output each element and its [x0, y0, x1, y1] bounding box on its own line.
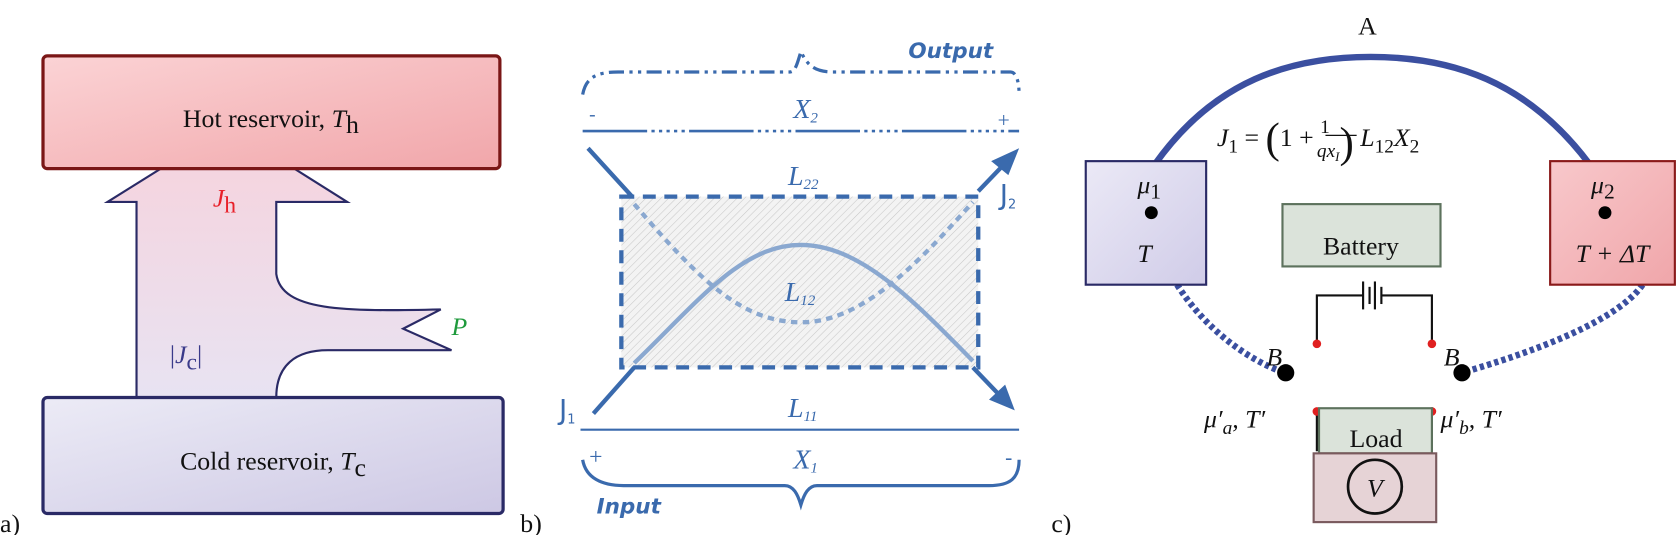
conductor-a-label: A: [1358, 11, 1377, 40]
l22-label: L22: [787, 161, 819, 193]
mu1-label: μ1: [1136, 170, 1161, 203]
panel-b-label: b): [520, 509, 541, 535]
node-b-label: μ′b, T′: [1439, 405, 1502, 439]
j1-label: J1: [557, 393, 575, 427]
x2-plus-sign: +: [998, 108, 1010, 132]
power-label: P: [450, 312, 467, 341]
output-brace: [581, 47, 1021, 95]
reservoir-1-dot: [1144, 206, 1158, 220]
input-brace: [581, 459, 1021, 511]
hot-reservoir-box: [41, 54, 502, 171]
j2-in-line: [586, 146, 634, 199]
panel-c-label: c): [1051, 509, 1071, 535]
hot-flux-label: Jh: [213, 183, 236, 218]
x1-plus-sign: +: [589, 444, 602, 470]
cold-reservoir-box: [41, 395, 505, 516]
battery-terminal-left: [1312, 339, 1322, 349]
cold-reservoir-label: Cold reservoir, Tc: [180, 446, 366, 481]
input-label: Input: [597, 495, 662, 520]
load-label: Load: [1349, 424, 1402, 453]
x2-label: X2: [792, 94, 818, 126]
battery-label: Battery: [1323, 232, 1399, 261]
b-right-label: B: [1444, 342, 1460, 371]
reservoir-2-temp: T + ΔT: [1576, 239, 1651, 268]
conductor-b-right: [1461, 282, 1646, 376]
reservoir-1-temp: T: [1137, 239, 1153, 268]
l12-label: L12: [784, 277, 816, 309]
x1-minus-sign: -: [1005, 445, 1012, 469]
x2-minus-sign: -: [589, 104, 595, 125]
node-a-label: μ′a, T′: [1203, 405, 1266, 439]
b-left-label: B: [1266, 342, 1282, 371]
mu2-label: μ2: [1590, 170, 1615, 203]
panel-b-labels: Output Input X2 X1 L22 L12 L11 J1 J2 - +…: [520, 39, 1016, 535]
load-box: [1317, 407, 1433, 455]
conductor-b-left: [1174, 282, 1286, 376]
voltmeter-icon: [1346, 458, 1404, 515]
conductor-a-arc: [1153, 53, 1592, 166]
coupling-region: [619, 194, 981, 370]
j1-arrow-head: [989, 384, 1015, 411]
panel-a: Hot reservoir, Th Cold reservoir, Tc Jh …: [0, 54, 505, 535]
hot-reservoir-label: Hot reservoir, Th: [183, 104, 359, 139]
heat-flow-arrow: [103, 125, 452, 399]
j2-label: J2: [998, 178, 1016, 212]
reservoir-2-box: [1549, 160, 1676, 286]
j2-arrow-head: [991, 148, 1020, 176]
voltmeter-box: [1312, 452, 1438, 524]
j2-curve: [632, 200, 975, 325]
l11-label: L11: [787, 393, 817, 425]
voltmeter-label: V: [1367, 473, 1386, 502]
j1-curve: [632, 242, 975, 365]
panel-b: [580, 47, 1021, 511]
node-b-right: [1453, 364, 1471, 382]
panel-a-label: a): [0, 509, 20, 535]
output-label: Output: [908, 39, 994, 64]
j1-in-line: [591, 365, 636, 416]
reservoir-1-box: [1084, 160, 1208, 286]
x1-label: X1: [792, 444, 818, 476]
j1-out-line: [971, 365, 1002, 397]
cold-flux-label: |Jc|: [170, 340, 202, 375]
reservoir-2-dot: [1598, 206, 1612, 220]
node-b-left: [1277, 364, 1295, 382]
battery-box: [1281, 203, 1442, 268]
battery-terminal-right: [1427, 339, 1437, 349]
